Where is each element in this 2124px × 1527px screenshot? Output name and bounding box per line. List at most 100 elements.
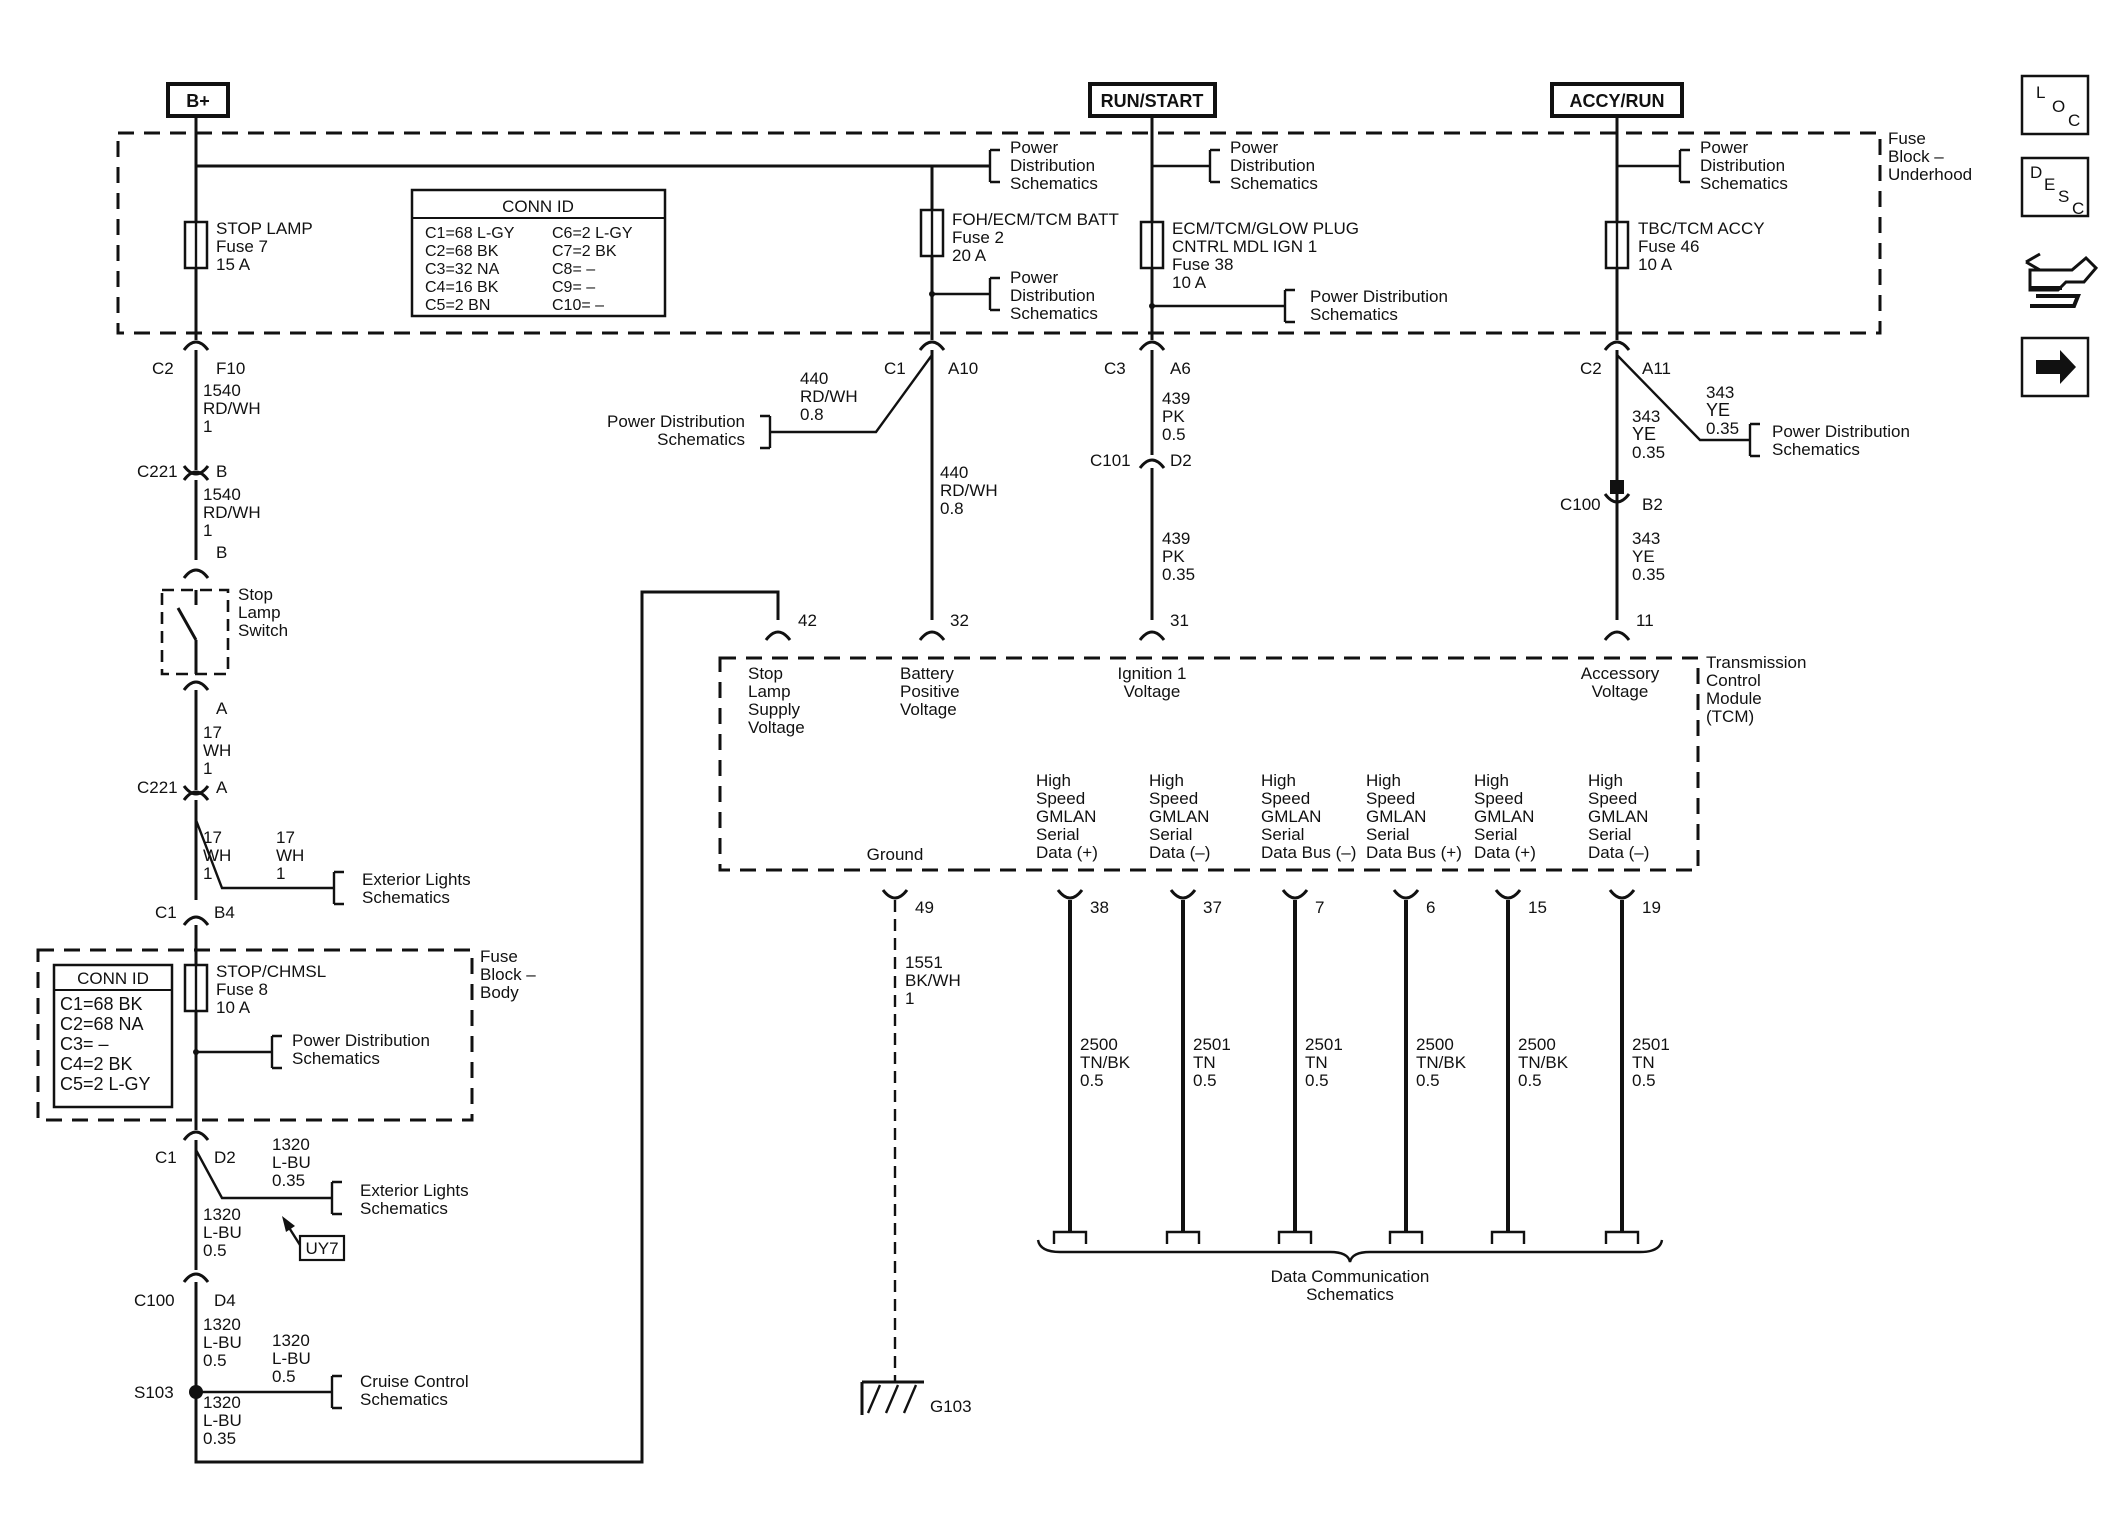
svg-text:343: 343	[1632, 407, 1660, 426]
svg-text:C1: C1	[155, 1148, 177, 1167]
data-pin-label: Data (+)	[1036, 843, 1098, 862]
next-arrow-icon[interactable]	[2020, 336, 2090, 398]
svg-text:Power: Power	[1010, 138, 1059, 157]
svg-text:C1=68 L-GY: C1=68 L-GY	[425, 225, 515, 242]
svg-text:1320: 1320	[203, 1393, 241, 1412]
s103-splice	[189, 1385, 203, 1399]
data-wire-label: 0.5	[1305, 1071, 1329, 1090]
svg-text:17: 17	[203, 723, 222, 742]
connectors-underhood	[182, 340, 1631, 351]
svg-text:FOH/ECM/TCM BATT: FOH/ECM/TCM BATT	[952, 210, 1119, 229]
data-pin-label: High	[1261, 771, 1296, 790]
svg-text:C8= –: C8= –	[552, 261, 595, 278]
svg-text:A: A	[216, 699, 228, 718]
svg-text:Fuse 8: Fuse 8	[216, 980, 268, 999]
svg-text:C3= –: C3= –	[60, 1034, 109, 1054]
data-pin-label: Data (+)	[1474, 843, 1536, 862]
desc-icon[interactable]: D E S C	[2020, 156, 2090, 218]
svg-text:Schematics: Schematics	[1772, 440, 1860, 459]
svg-text:C2=68 NA: C2=68 NA	[60, 1014, 144, 1034]
data-pin-label: Speed	[1474, 789, 1523, 808]
data-pin-label: Serial	[1366, 825, 1409, 844]
svg-text:Stop: Stop	[238, 585, 273, 604]
data-pin-number: 37	[1203, 898, 1222, 917]
svg-text:0.5: 0.5	[203, 1241, 227, 1260]
svg-text:Schematics: Schematics	[1010, 304, 1098, 323]
data-wire-label: 2500	[1080, 1035, 1118, 1054]
data-stub	[1277, 1230, 1313, 1244]
svg-text:Schematics: Schematics	[657, 430, 745, 449]
data-stub	[1052, 1230, 1088, 1244]
data-pin-label: Speed	[1588, 789, 1637, 808]
data-wire-label: 0.5	[1632, 1071, 1656, 1090]
data-wire-label: 2500	[1518, 1035, 1556, 1054]
svg-text:A11: A11	[1642, 359, 1671, 378]
svg-text:L-BU: L-BU	[272, 1153, 311, 1172]
tcm-pins-top: 42 32 31 11 Stop Lamp Supply Voltage Bat…	[748, 611, 1660, 737]
data-stub	[1165, 1230, 1201, 1244]
svg-text:RD/WH: RD/WH	[203, 503, 261, 522]
svg-text:Fuse 46: Fuse 46	[1638, 237, 1699, 256]
svg-text:Fuse: Fuse	[480, 947, 518, 966]
data-pin-label: Speed	[1036, 789, 1085, 808]
svg-text:C2: C2	[1580, 359, 1602, 378]
svg-text:L: L	[2036, 83, 2045, 102]
svg-text:0.5: 0.5	[1162, 425, 1186, 444]
svg-text:1320: 1320	[272, 1135, 310, 1154]
svg-text:C9= –: C9= –	[552, 279, 595, 296]
svg-text:343: 343	[1632, 529, 1660, 548]
accy-run-source: ACCY/RUN	[1550, 82, 1684, 118]
data-pin-number: 6	[1426, 898, 1435, 917]
svg-text:Lamp: Lamp	[238, 603, 281, 622]
data-pin-label: High	[1366, 771, 1401, 790]
svg-text:Voltage: Voltage	[1592, 682, 1649, 701]
svg-text:0.35: 0.35	[1162, 565, 1195, 584]
svg-text:YE: YE	[1632, 547, 1655, 566]
svg-text:0.35: 0.35	[203, 1429, 236, 1448]
svg-text:YE: YE	[1706, 400, 1730, 420]
svg-text:Power: Power	[1010, 268, 1059, 287]
svg-text:C1: C1	[884, 359, 906, 378]
svg-text:10 A: 10 A	[216, 998, 251, 1017]
svg-text:D: D	[2030, 163, 2042, 182]
data-pin-label: Data Bus (–)	[1261, 843, 1356, 862]
data-pin-label: Serial	[1036, 825, 1079, 844]
svg-text:Voltage: Voltage	[900, 700, 957, 719]
svg-text:Exterior Lights: Exterior Lights	[362, 870, 471, 889]
svg-text:1: 1	[203, 864, 212, 883]
svg-text:Power Distribution: Power Distribution	[607, 412, 745, 431]
pds-stub-accy: Power Distribution Schematics	[1617, 138, 1788, 193]
svg-text:L-BU: L-BU	[272, 1349, 311, 1368]
svg-text:A: A	[216, 778, 228, 797]
svg-text:0.5: 0.5	[203, 1351, 227, 1370]
data-wire-label: 2501	[1632, 1035, 1670, 1054]
svg-text:PK: PK	[1162, 407, 1185, 426]
svg-text:17: 17	[203, 828, 222, 847]
data-wire-label: TN	[1193, 1053, 1216, 1072]
connector-view-icon[interactable]	[2025, 252, 2099, 308]
fuse-block-underhood-label-2: Block –	[1888, 147, 1944, 166]
svg-text:Cruise Control: Cruise Control	[360, 1372, 469, 1391]
svg-text:Power Distribution: Power Distribution	[292, 1031, 430, 1050]
svg-text:C6=2 L-GY: C6=2 L-GY	[552, 225, 633, 242]
svg-text:C4=2 BK: C4=2 BK	[60, 1054, 133, 1074]
svg-text:Control: Control	[1706, 671, 1761, 690]
svg-text:L-BU: L-BU	[203, 1223, 242, 1242]
svg-text:C: C	[2072, 199, 2084, 218]
svg-text:C3: C3	[1104, 359, 1126, 378]
svg-text:Stop: Stop	[748, 664, 783, 683]
loc-icon[interactable]: L O C	[2020, 74, 2090, 136]
fuse-tbc: TBC/TCM ACCY Fuse 46 10 A	[1604, 219, 1765, 274]
svg-text:Supply: Supply	[748, 700, 800, 719]
ground-label: Ground	[867, 845, 924, 864]
svg-text:1: 1	[905, 989, 914, 1008]
svg-text:RD/WH: RD/WH	[940, 481, 998, 500]
svg-text:17: 17	[276, 828, 295, 847]
data-pin-label: Serial	[1474, 825, 1517, 844]
svg-text:11: 11	[1636, 611, 1654, 630]
svg-text:Schematics: Schematics	[292, 1049, 380, 1068]
svg-text:Fuse 38: Fuse 38	[1172, 255, 1233, 274]
run-start-label: RUN/START	[1101, 91, 1204, 111]
svg-text:RD/WH: RD/WH	[203, 399, 261, 418]
